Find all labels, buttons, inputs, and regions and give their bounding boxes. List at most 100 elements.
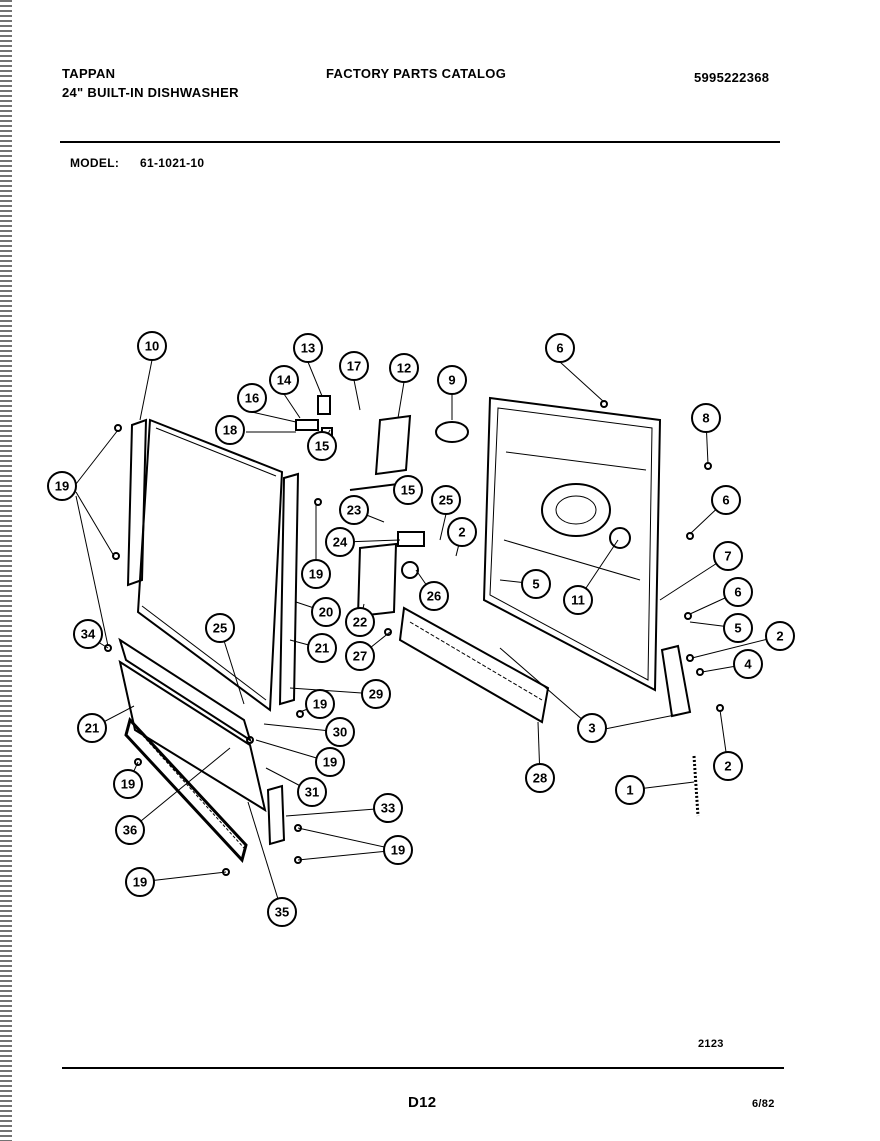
- callout-label: 2: [776, 629, 783, 644]
- callout-26: 26: [419, 581, 449, 611]
- callout-label: 35: [275, 905, 289, 920]
- inner-door-liner: [482, 396, 662, 692]
- callout-36: 36: [115, 815, 145, 845]
- scan-edge-noise: [0, 0, 12, 1141]
- callout-16: 16: [237, 383, 267, 413]
- callout-25: 25: [205, 613, 235, 643]
- callout-label: 14: [277, 373, 292, 388]
- brand-label: TAPPAN: [62, 66, 116, 81]
- callout-label: 3: [588, 721, 595, 736]
- callout-9: 9: [437, 365, 467, 395]
- model-label: MODEL:: [70, 156, 120, 170]
- callout-label: 16: [245, 391, 259, 406]
- callout-label: 2: [458, 525, 465, 540]
- product-label: 24" BUILT-IN DISHWASHER: [62, 85, 239, 100]
- callout-14: 14: [269, 365, 299, 395]
- model-number: 61-1021-10: [140, 156, 205, 170]
- callout-8: 8: [691, 403, 721, 433]
- hinge-arm: [660, 644, 692, 718]
- callout-label: 22: [353, 615, 367, 630]
- callout-13: 13: [293, 333, 323, 363]
- callout-5: 5: [521, 569, 551, 599]
- callout-label: 20: [319, 605, 333, 620]
- callout-label: 33: [381, 801, 395, 816]
- callout-label: 24: [333, 535, 348, 550]
- callout-label: 7: [724, 549, 731, 564]
- door-spring: [692, 755, 700, 817]
- door-side-strip: [126, 418, 148, 587]
- callout-28: 28: [525, 763, 555, 793]
- callout-6: 6: [545, 333, 575, 363]
- detergent-dispenser: [356, 542, 398, 618]
- catalog-title: FACTORY PARTS CATALOG: [326, 66, 507, 81]
- callout-label: 5: [734, 621, 741, 636]
- callout-label: 25: [439, 493, 453, 508]
- callout-19: 19: [315, 747, 345, 777]
- callout-label: 5: [532, 577, 539, 592]
- callout-17: 17: [339, 351, 369, 381]
- callout-27: 27: [345, 641, 375, 671]
- footer-date: 6/82: [752, 1098, 775, 1110]
- callout-19: 19: [383, 835, 413, 865]
- callout-label: 19: [55, 479, 69, 494]
- callout-15: 15: [307, 431, 337, 461]
- callout-21: 21: [77, 713, 107, 743]
- callout-label: 18: [223, 423, 237, 438]
- drawing-number: 2123: [698, 1038, 724, 1050]
- callout-label: 29: [369, 687, 383, 702]
- callout-1: 1: [615, 775, 645, 805]
- callout-2: 2: [447, 517, 477, 547]
- callout-label: 21: [85, 721, 99, 736]
- callout-label: 19: [133, 875, 147, 890]
- callout-label: 15: [315, 439, 329, 454]
- dispenser-opening: [541, 483, 611, 537]
- callout-label: 19: [391, 843, 405, 858]
- callout-5: 5: [723, 613, 753, 643]
- callout-18: 18: [215, 415, 245, 445]
- callout-label: 9: [448, 373, 455, 388]
- door-vent-trim: [398, 606, 550, 724]
- callout-22: 22: [345, 607, 375, 637]
- callout-label: 11: [571, 593, 585, 608]
- callout-label: 17: [347, 359, 361, 374]
- callout-label: 19: [121, 777, 135, 792]
- callout-label: 25: [213, 621, 227, 636]
- callout-label: 23: [347, 503, 361, 518]
- callout-25: 25: [431, 485, 461, 515]
- callout-label: 27: [353, 649, 367, 664]
- callout-label: 28: [533, 771, 547, 786]
- callout-4: 4: [733, 649, 763, 679]
- callout-3: 3: [577, 713, 607, 743]
- page-code: D12: [408, 1094, 437, 1111]
- callout-34: 34: [73, 619, 103, 649]
- callout-15: 15: [393, 475, 423, 505]
- callout-19: 19: [305, 689, 335, 719]
- callout-19: 19: [113, 769, 143, 799]
- callout-6: 6: [723, 577, 753, 607]
- control-panel: [118, 659, 267, 813]
- callout-21: 21: [307, 633, 337, 663]
- callout-label: 19: [323, 755, 337, 770]
- part-outlines: [104, 395, 724, 876]
- callout-2: 2: [765, 621, 795, 651]
- callout-label: 31: [305, 785, 319, 800]
- door-bracket: [266, 784, 286, 846]
- callout-label: 8: [702, 411, 709, 426]
- callout-label: 21: [315, 641, 329, 656]
- callout-19: 19: [301, 559, 331, 589]
- callout-label: 13: [301, 341, 315, 356]
- callout-29: 29: [361, 679, 391, 709]
- callout-23: 23: [339, 495, 369, 525]
- catalog-number: 5995222368: [694, 70, 770, 85]
- callout-7: 7: [713, 541, 743, 571]
- callout-24: 24: [325, 527, 355, 557]
- callout-label: 6: [556, 341, 563, 356]
- callout-label: 34: [81, 627, 96, 642]
- callout-19: 19: [47, 471, 77, 501]
- callout-30: 30: [325, 717, 355, 747]
- callout-label: 30: [333, 725, 347, 740]
- callout-label: 6: [734, 585, 741, 600]
- callout-label: 4: [744, 657, 752, 672]
